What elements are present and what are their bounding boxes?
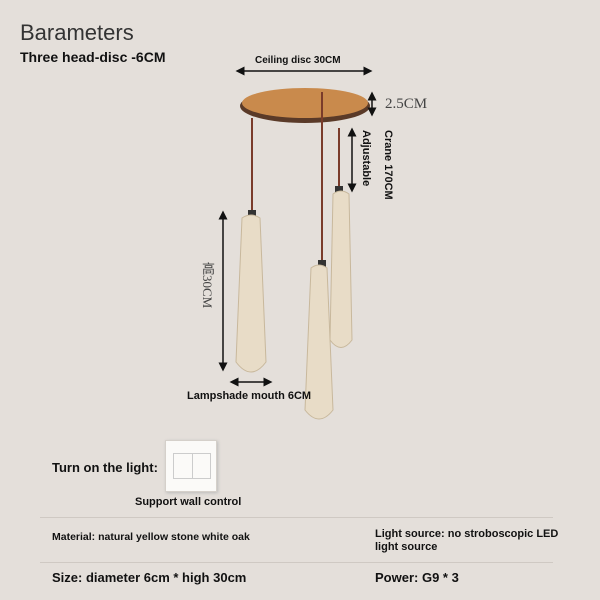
lampshade-left	[235, 214, 267, 373]
spec-light-source: Light source: no stroboscopic LED light …	[375, 528, 559, 553]
lampshade-right	[329, 190, 353, 348]
page-title: Barameters	[20, 20, 134, 45]
spec-power: Power: G9 * 3	[375, 570, 459, 585]
crane-label: Crane 170CM	[382, 130, 394, 200]
divider	[40, 562, 553, 563]
lampshade-mouth-label: Lampshade mouth 6CM	[187, 390, 312, 402]
switch-label: Turn on the light:	[52, 460, 158, 475]
switch-caption: Support wall control	[135, 496, 242, 508]
adjustable-label: Adjustable	[360, 130, 372, 187]
page-subtitle: Three head-disc -6CM	[20, 49, 166, 65]
height-label: 高30CM	[200, 262, 215, 309]
disc-thickness-label: 2.5CM	[385, 96, 428, 112]
lampshade-middle	[304, 264, 334, 420]
ceiling-disc-label: Ceiling disc 30CM	[255, 55, 341, 66]
wall-switch-icon	[165, 440, 217, 492]
ceiling-disc	[242, 88, 368, 118]
spec-material: Material: natural yellow stone white oak	[52, 531, 250, 543]
spec-size: Size: diameter 6cm * high 30cm	[52, 570, 247, 585]
divider	[40, 517, 553, 518]
lamp-illustration	[218, 66, 377, 420]
